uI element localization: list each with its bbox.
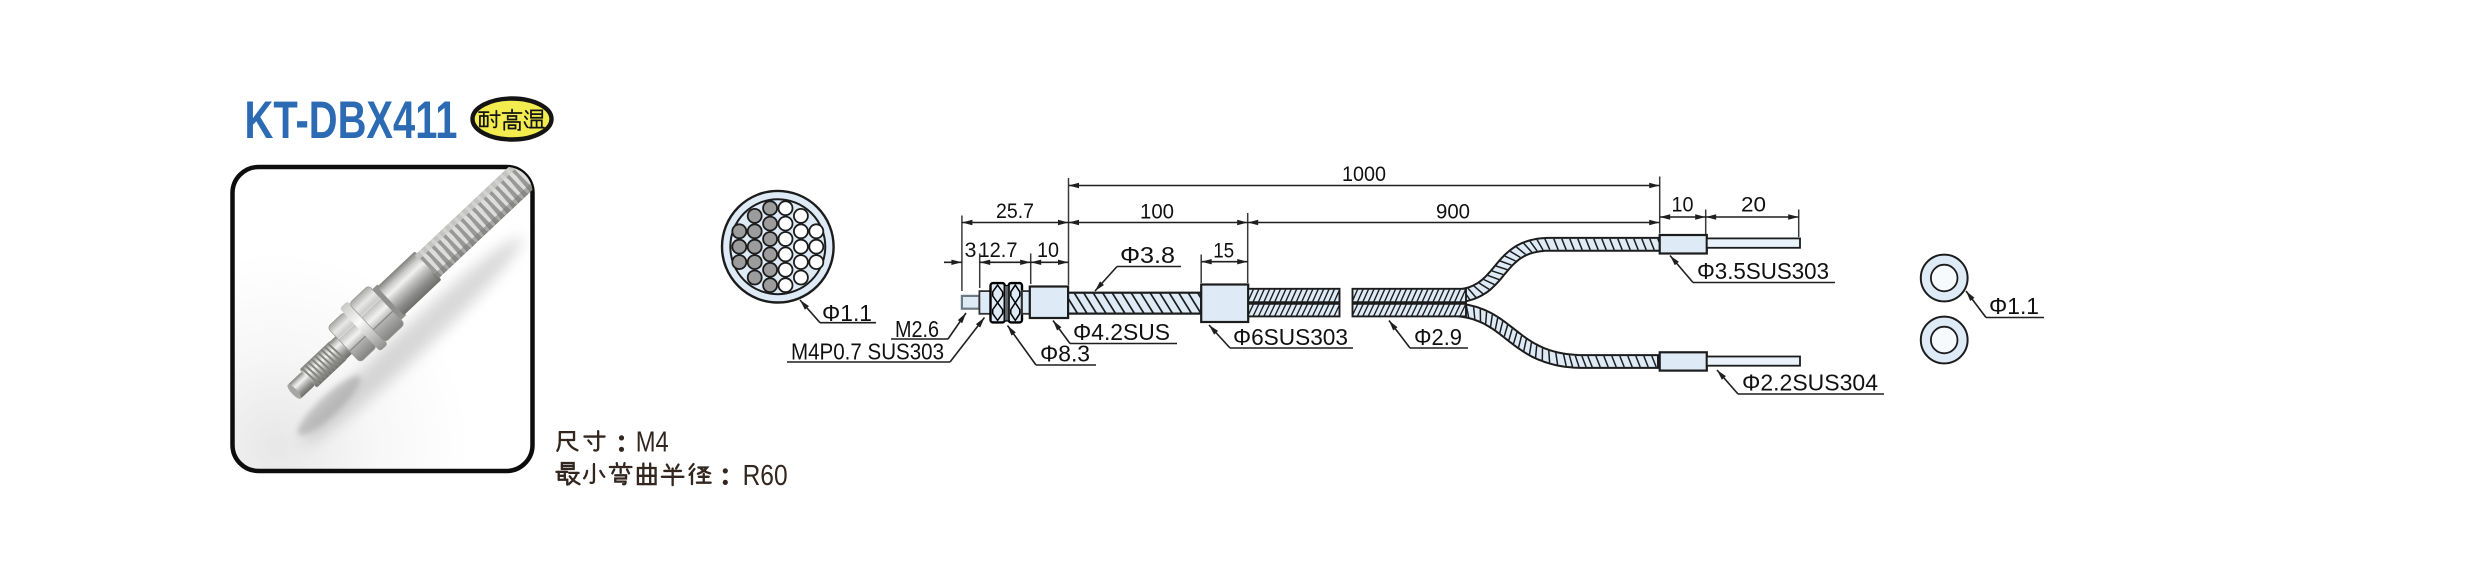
svg-text:25.7: 25.7 [996,199,1034,223]
svg-text:M2.6: M2.6 [895,316,939,342]
svg-text:Φ2.2SUS304: Φ2.2SUS304 [1742,370,1878,396]
svg-text:Φ3.8: Φ3.8 [1120,242,1175,268]
svg-text:R60: R60 [743,460,788,492]
svg-text:Φ2.9: Φ2.9 [1414,324,1462,350]
svg-text:100: 100 [1140,200,1174,224]
svg-text:1000: 1000 [1342,162,1386,186]
svg-text:Φ8.3: Φ8.3 [1040,341,1090,367]
svg-text:10: 10 [1672,193,1694,217]
svg-text:900: 900 [1436,200,1470,224]
svg-text:Φ6SUS303: Φ6SUS303 [1233,324,1348,350]
svg-text:20: 20 [1741,193,1766,217]
svg-text:M4P0.7 SUS303: M4P0.7 SUS303 [791,338,944,364]
svg-text:Φ1.1: Φ1.1 [1989,293,2039,319]
svg-text:12.7: 12.7 [979,238,1018,262]
svg-text:3: 3 [965,238,977,262]
svg-text:10: 10 [1037,238,1059,262]
svg-text:Φ3.5SUS303: Φ3.5SUS303 [1697,258,1829,284]
svg-text:Φ4.2SUS: Φ4.2SUS [1073,319,1170,345]
svg-text:M4: M4 [636,427,669,459]
svg-text:15: 15 [1213,239,1234,263]
svg-text:KT-DBX411: KT-DBX411 [245,91,458,150]
svg-text:Φ1.1: Φ1.1 [822,300,872,326]
